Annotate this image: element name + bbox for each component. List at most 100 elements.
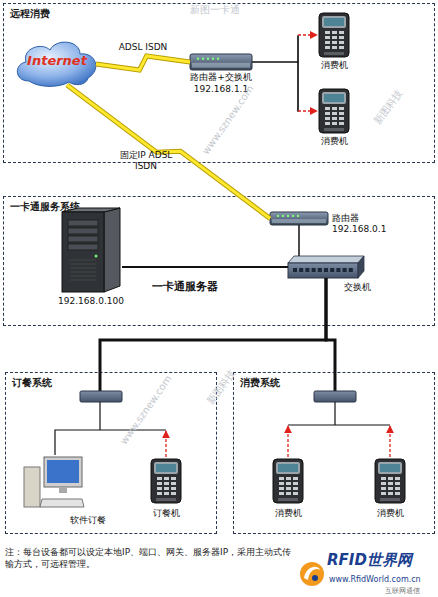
group-box: 远程消费Internet路由器+交换机192.168.1.1消费机消费机 xyxy=(3,3,435,163)
key xyxy=(164,492,169,495)
key xyxy=(157,487,162,490)
key xyxy=(171,477,176,480)
key xyxy=(157,477,162,480)
key xyxy=(388,477,393,480)
watermark: 新图科技 xyxy=(205,343,254,407)
node-label: 消费机 xyxy=(263,508,313,519)
group-title: 远程消费 xyxy=(10,8,130,20)
lightning-bolt xyxy=(96,56,190,70)
grille xyxy=(70,264,96,265)
switch: 交换机 xyxy=(288,256,364,278)
connector-line xyxy=(298,225,300,256)
connector-line xyxy=(252,35,298,62)
led xyxy=(217,58,219,60)
node-label: 消费机 xyxy=(365,508,415,519)
watermark: 新图一卡通 xyxy=(190,4,270,15)
node-label: 消费机 xyxy=(309,60,359,71)
connector-line xyxy=(122,266,288,268)
monitor-stand xyxy=(59,487,67,493)
router-body xyxy=(190,54,252,70)
monitor xyxy=(44,457,82,487)
switch-icon xyxy=(288,256,364,278)
key xyxy=(286,492,291,495)
connector xyxy=(252,35,317,62)
key xyxy=(325,31,330,34)
key xyxy=(339,117,344,120)
pos-terminal: 消费机 xyxy=(318,88,350,134)
connector-line xyxy=(326,278,335,372)
key xyxy=(381,482,386,485)
node-label: Internet xyxy=(14,53,100,69)
terminal-bezel xyxy=(276,462,300,474)
drive-bay xyxy=(68,220,98,226)
node-label: 订餐机 xyxy=(141,508,191,519)
connector xyxy=(96,56,190,70)
term-icon xyxy=(318,88,350,134)
connector xyxy=(326,278,335,372)
switch-top xyxy=(288,256,364,263)
key xyxy=(325,117,330,120)
logo-swirl xyxy=(304,567,320,580)
key xyxy=(164,477,169,480)
port xyxy=(305,268,309,272)
lightning-outline xyxy=(67,85,270,219)
key xyxy=(388,492,393,495)
node-label: 路由器 xyxy=(332,213,392,224)
node-label: 交换机 xyxy=(344,282,394,293)
terminal-body xyxy=(273,459,303,503)
port xyxy=(312,268,316,272)
server-icon xyxy=(60,208,122,292)
terminal-screen xyxy=(324,94,344,102)
server-top xyxy=(62,208,120,212)
computer-icon xyxy=(22,455,84,513)
grille xyxy=(70,276,96,277)
node-label: 消费机 xyxy=(309,136,359,147)
drive-bay xyxy=(68,228,98,234)
key xyxy=(339,46,344,49)
terminal-screen xyxy=(380,464,400,472)
term-icon xyxy=(318,12,350,58)
card-slot xyxy=(278,498,298,501)
term-icon xyxy=(272,458,304,504)
terminal-screen xyxy=(156,464,176,472)
port xyxy=(324,268,328,272)
terminal-screen xyxy=(324,18,344,26)
led xyxy=(202,58,204,60)
connector xyxy=(122,267,288,268)
key xyxy=(381,492,386,495)
logo-text: RFID世界网 xyxy=(327,555,437,566)
key xyxy=(381,477,386,480)
data-arrow xyxy=(165,431,166,457)
key xyxy=(339,122,344,125)
internet-cloud: Internet xyxy=(14,36,100,88)
port xyxy=(343,268,347,272)
drive-bay xyxy=(68,244,98,250)
key xyxy=(325,107,330,110)
term-icon xyxy=(374,458,406,504)
key xyxy=(286,477,291,480)
key xyxy=(157,492,162,495)
pc-tower xyxy=(24,467,40,507)
computer: 软件订餐 xyxy=(22,455,84,513)
server-front xyxy=(62,212,104,292)
grille xyxy=(70,272,96,273)
order-terminal: 订餐机 xyxy=(150,458,182,504)
logo-circle xyxy=(300,562,324,586)
monitor-screen xyxy=(47,460,79,483)
data-arrow xyxy=(389,426,390,457)
key xyxy=(395,492,400,495)
grille xyxy=(70,280,96,281)
port xyxy=(349,268,353,272)
connector-line xyxy=(252,62,298,111)
key xyxy=(332,112,337,115)
logo-url: www.RfidWorld.com.cn xyxy=(329,574,434,585)
led xyxy=(292,215,294,217)
terminal-screen xyxy=(278,464,298,472)
watermark: www.sznew.com xyxy=(118,350,190,446)
port xyxy=(293,268,297,272)
group-title: 订餐系统 xyxy=(12,377,132,389)
key xyxy=(279,487,284,490)
logo-dot xyxy=(312,575,318,581)
key xyxy=(332,117,337,120)
key xyxy=(395,477,400,480)
